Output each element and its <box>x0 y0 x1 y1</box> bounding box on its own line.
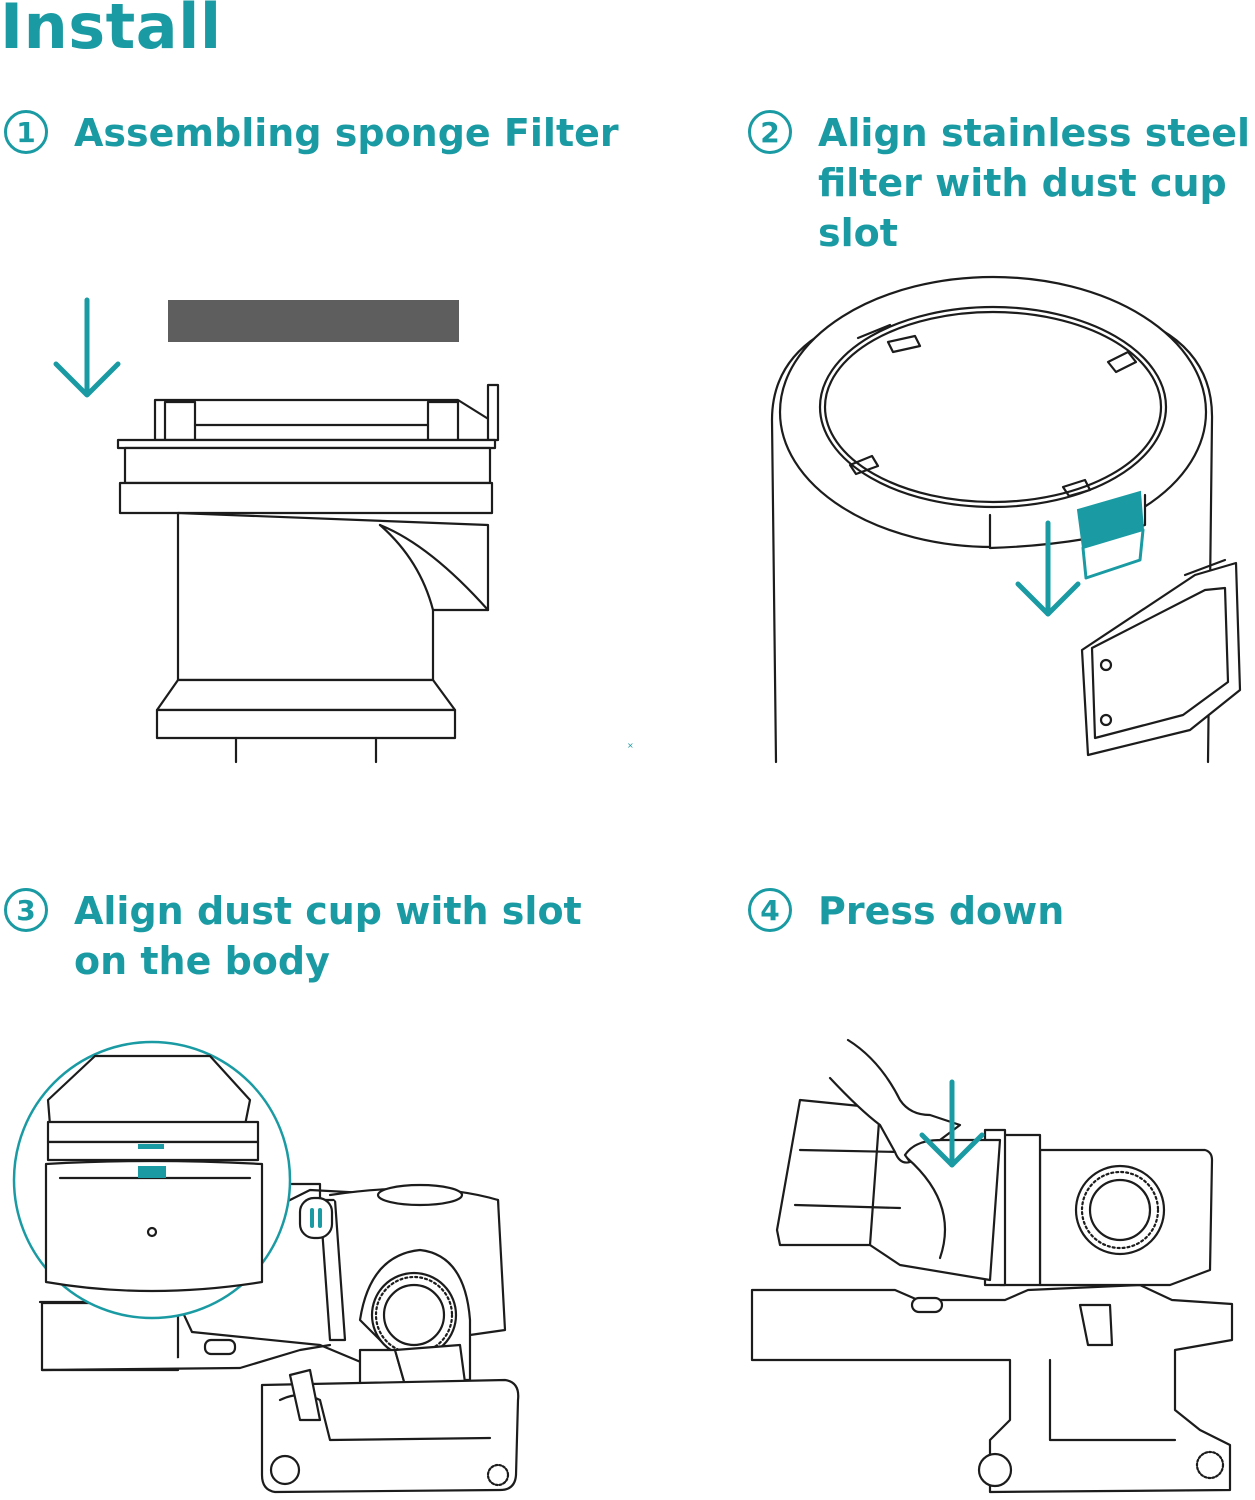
zoom-detail <box>12 1040 292 1320</box>
step-1-text: Assembling sponge Filter <box>74 111 619 155</box>
step-4-number: 4 <box>748 888 792 932</box>
step-4-heading: 4 Press down <box>748 886 1168 946</box>
down-arrow-icon <box>53 297 121 398</box>
step-2-text: Align stainless steel filter with dust c… <box>818 111 1251 255</box>
page-title: Install <box>0 0 222 63</box>
step-3-text: Align dust cup with slot on the body <box>74 889 582 983</box>
latch-clip <box>1076 490 1145 580</box>
step-4-text: Press down <box>818 889 1065 933</box>
step-2-heading: 2 Align stainless steel filter with dust… <box>748 108 1253 268</box>
hand-icon <box>828 1038 962 1164</box>
down-arrow-icon <box>1015 520 1081 617</box>
figure-4-press-down <box>750 1038 1234 1494</box>
step-1-number: 1 <box>4 110 48 154</box>
step-2-number: 2 <box>748 110 792 154</box>
step-3-heading: 3 Align dust cup with slot on the body <box>4 886 634 996</box>
figure-2-dust-cup <box>770 275 1242 764</box>
figure-3-align-body <box>12 1040 520 1494</box>
dust-cup-handle <box>1080 558 1242 757</box>
down-arrow-icon <box>919 1079 985 1168</box>
step-1-heading: 1 Assembling sponge Filter <box>4 108 664 168</box>
step-3-number: 3 <box>4 888 48 932</box>
svg-text:×: × <box>627 741 634 750</box>
figure-1-sponge-filter <box>53 297 500 764</box>
filter-housing <box>116 383 500 764</box>
sponge-filter-strip <box>168 300 459 342</box>
